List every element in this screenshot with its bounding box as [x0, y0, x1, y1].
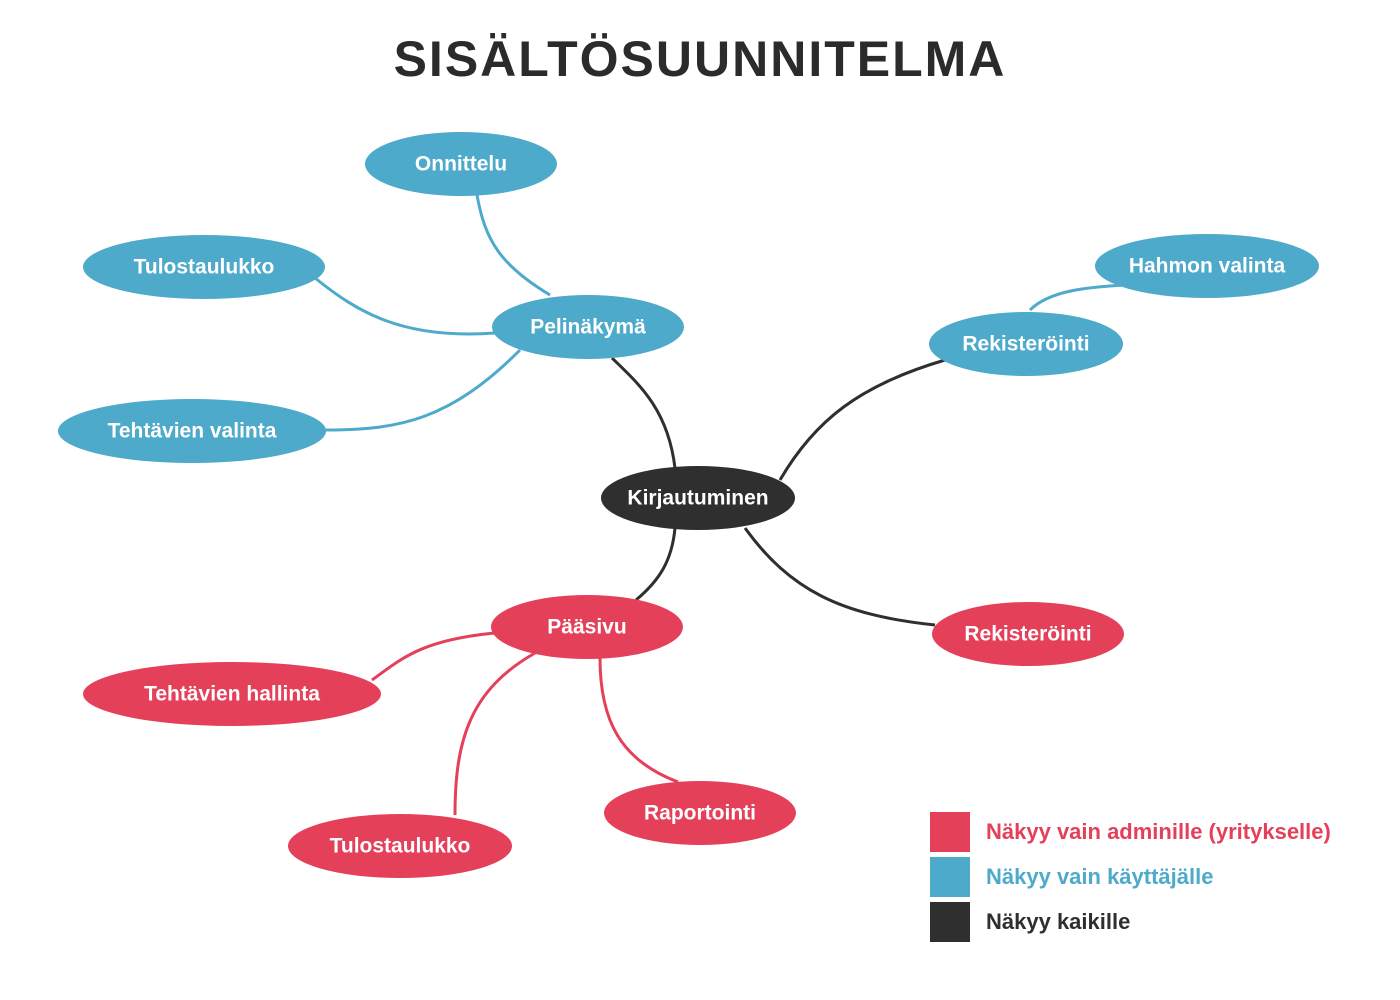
- legend-swatch-all: [930, 902, 970, 942]
- node-hahmon-valinta-shape: [1095, 234, 1319, 298]
- node-rekisterointi-user-shape: [929, 312, 1123, 376]
- node-pelinakyma-label: Pelinäkymä: [530, 316, 646, 339]
- connector-kirjautuminen-rekisterointi-user: [778, 358, 946, 481]
- node-tehtavien-valinta-shape: [58, 399, 326, 463]
- node-rekisterointi-admin: Rekisteröinti: [932, 602, 1124, 666]
- node-tehtavien-valinta: Tehtävien valinta: [58, 399, 326, 463]
- node-raportointi-shape: [604, 781, 796, 845]
- node-onnittelu-label: Onnittelu: [415, 153, 507, 176]
- legend-swatch-user: [930, 857, 970, 897]
- node-tulostaulukko-admin-label: Tulostaulukko: [330, 835, 471, 858]
- node-raportointi-label: Raportointi: [644, 802, 756, 825]
- node-tulostaulukko-user-label: Tulostaulukko: [134, 256, 275, 279]
- node-onnittelu-shape: [365, 132, 557, 196]
- node-paasivu-shape: [491, 595, 683, 659]
- node-kirjautuminen-shape: [601, 466, 795, 530]
- node-paasivu-label: Pääsivu: [547, 616, 626, 639]
- node-rekisterointi-admin-shape: [932, 602, 1124, 666]
- connector-kirjautuminen-pelinakyma: [610, 356, 677, 469]
- node-paasivu: Pääsivu: [491, 595, 683, 659]
- connector-pelinakyma-tehtavien-valinta: [324, 348, 522, 432]
- page-title: SISÄLTÖSUUNNITELMA: [393, 31, 1007, 87]
- node-tehtavien-hallinta: Tehtävien hallinta: [83, 662, 381, 726]
- legend-label-all: Näkyy kaikille: [986, 909, 1131, 934]
- legend-item-all: Näkyy kaikille: [930, 902, 1331, 942]
- node-pelinakyma: Pelinäkymä: [492, 295, 684, 359]
- node-onnittelu: Onnittelu: [365, 132, 557, 196]
- node-rekisterointi-admin-label: Rekisteröinti: [964, 623, 1091, 646]
- legend-item-user: Näkyy vain käyttäjälle: [930, 857, 1331, 897]
- connector-paasivu-tehtavien-hallinta: [371, 631, 496, 682]
- legend-swatch-admin: [930, 812, 970, 852]
- node-tehtavien-hallinta-shape: [83, 662, 381, 726]
- legend-item-admin: Näkyy vain adminille (yritykselle): [930, 812, 1331, 852]
- node-rekisterointi-user: Rekisteröinti: [929, 312, 1123, 376]
- node-kirjautuminen: Kirjautuminen: [601, 466, 795, 530]
- node-tehtavien-hallinta-label: Tehtävien hallinta: [144, 683, 320, 706]
- node-hahmon-valinta: Hahmon valinta: [1095, 234, 1319, 298]
- connector-rekisterointi-hahmon-valinta: [1028, 283, 1126, 312]
- node-tulostaulukko-admin: Tulostaulukko: [288, 814, 512, 878]
- connector-pelinakyma-onnittelu: [475, 194, 551, 297]
- node-hahmon-valinta-label: Hahmon valinta: [1129, 255, 1286, 278]
- node-tulostaulukko-user: Tulostaulukko: [83, 235, 325, 299]
- node-tehtavien-valinta-label: Tehtävien valinta: [108, 420, 277, 443]
- connector-paasivu-raportointi: [598, 657, 679, 784]
- legend-label-admin: Näkyy vain adminille (yritykselle): [986, 819, 1331, 844]
- connector-paasivu-tulostaulukko: [453, 651, 536, 816]
- node-kirjautuminen-label: Kirjautuminen: [627, 487, 768, 510]
- connector-pelinakyma-tulostaulukko: [314, 276, 496, 336]
- node-raportointi: Raportointi: [604, 781, 796, 845]
- node-tulostaulukko-admin-shape: [288, 814, 512, 878]
- legend: Näkyy vain adminille (yritykselle) Näkyy…: [930, 812, 1331, 947]
- node-tulostaulukko-user-shape: [83, 235, 325, 299]
- legend-label-user: Näkyy vain käyttäjälle: [986, 864, 1214, 889]
- node-pelinakyma-shape: [492, 295, 684, 359]
- connector-kirjautuminen-rekisterointi-admin: [743, 527, 936, 627]
- node-rekisterointi-user-label: Rekisteröinti: [962, 333, 1089, 356]
- connector-kirjautuminen-paasivu: [635, 527, 677, 602]
